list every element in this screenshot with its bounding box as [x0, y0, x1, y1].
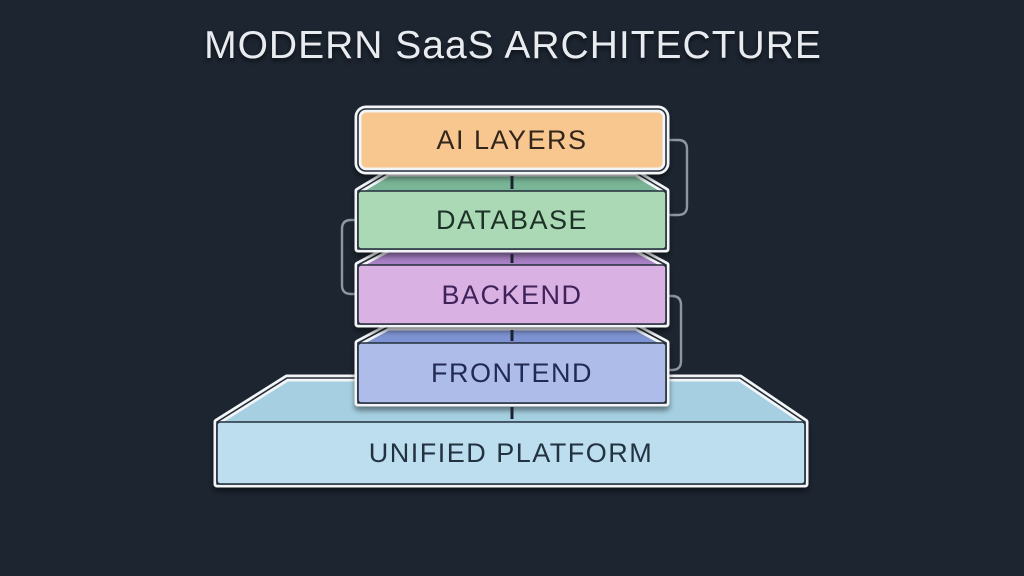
frontend-label: FRONTEND	[431, 358, 593, 388]
connector-ai-to-database	[662, 138, 689, 217]
diagram-title: MODERN SaaS ARCHITECTURE	[204, 24, 822, 67]
database-front-face	[357, 190, 667, 250]
layer-database: DATABASE	[354, 169, 670, 253]
ai-layers-label: AI LAYERS	[436, 125, 587, 155]
connector-backend-to-frontend	[662, 294, 683, 372]
backend-label: BACKEND	[441, 280, 582, 310]
connector-database-to-backend	[340, 218, 363, 296]
frontend-front-face	[357, 342, 667, 404]
layer-frontend: FRONTEND	[354, 323, 670, 407]
database-label: DATABASE	[436, 205, 588, 235]
layer-ai-layers: AI LAYERS	[354, 105, 670, 175]
platform-front-face	[216, 421, 806, 485]
platform-label: UNIFIED PLATFORM	[369, 438, 654, 468]
ai-layers-outline	[357, 108, 667, 172]
backend-front-face	[357, 264, 667, 325]
platform-outline	[216, 377, 806, 485]
layer-backend: BACKEND	[354, 245, 670, 328]
